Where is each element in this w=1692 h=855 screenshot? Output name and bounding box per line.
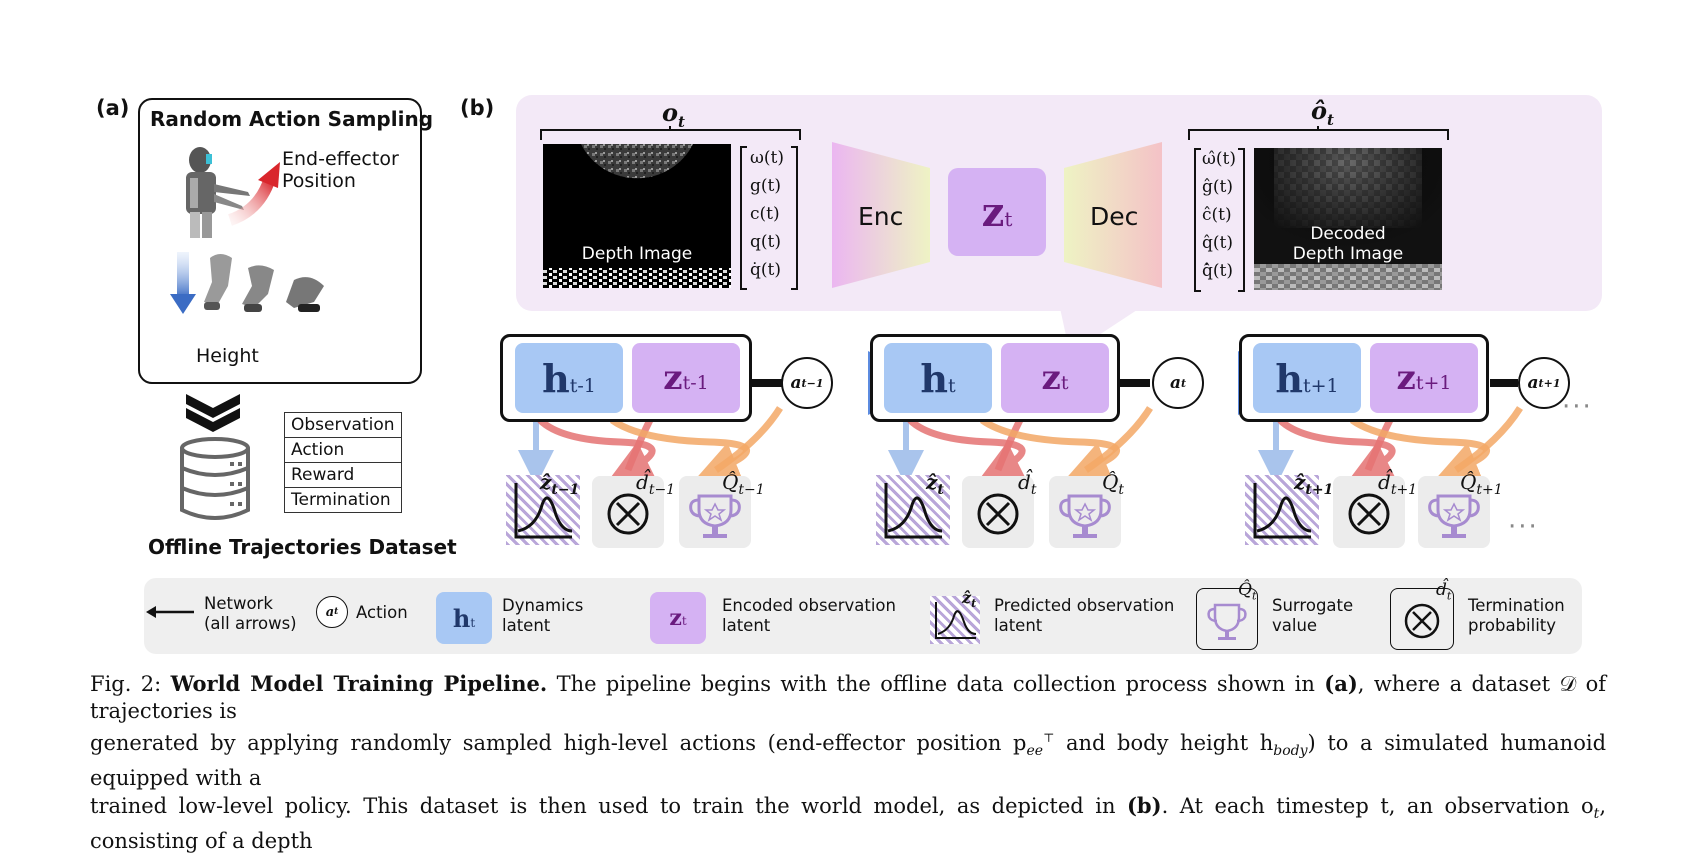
dataset-field: Action: [284, 437, 402, 463]
reconstructed-observation-vector: ω̂(t) ĝ(t) ĉ(t) q̂(t) q̂̇(t): [1202, 149, 1236, 281]
ellipsis: ···: [1562, 392, 1593, 422]
legend-action-label: Action: [356, 603, 408, 622]
dataset-caption: Offline Trajectories Dataset: [148, 535, 457, 559]
termination-tile: [592, 476, 664, 548]
caption-line: trained low-level policy. This dataset i…: [90, 793, 1606, 854]
encoder-label: Enc: [858, 202, 904, 231]
gaussian-plot-icon: [935, 602, 977, 639]
encoded-latent-box: zt+1: [1370, 343, 1478, 413]
decoded-depth-image: Decoded Depth Image: [1254, 148, 1442, 290]
predicted-latent-tile: [876, 475, 950, 545]
termination-label: d̂t: [1018, 470, 1037, 498]
surrogate-value-label: Q̂t: [1102, 470, 1125, 498]
random-action-sampling-title: Random Action Sampling: [150, 107, 434, 131]
legend-termination-icon: [1390, 588, 1454, 650]
legend-surrogate-symbol: Q̂t: [1238, 580, 1257, 603]
observation-brace: [540, 126, 801, 140]
database-icon: [180, 437, 250, 520]
height-label: Height: [196, 345, 259, 367]
encoded-latent-box: zt: [948, 168, 1046, 256]
termination-icon: [977, 493, 1019, 535]
predicted-latent-label: ẑt+1: [1294, 470, 1334, 498]
dynamics-latent-box: ht-1: [515, 343, 623, 413]
termination-label: d̂t−1: [636, 470, 676, 498]
predicted-latent-tile: [506, 475, 580, 545]
termination-icon: [1404, 603, 1440, 639]
legend: [144, 578, 1582, 654]
encoded-latent-box: zt: [1001, 343, 1109, 413]
panel-a-label: (a): [96, 96, 130, 120]
legend-termination-symbol: d̂t: [1436, 580, 1452, 603]
caption-line: generated by applying randomly sampled h…: [90, 731, 1607, 791]
vector-bracket-right: [791, 146, 798, 290]
termination-icon: [1348, 493, 1390, 535]
caption-line: Fig. 2: World Model Training Pipeline. T…: [90, 671, 1606, 723]
legend-predicted-symbol: ẑt: [962, 588, 977, 611]
legend-network-label: Network(all arrows): [204, 594, 297, 633]
ellipsis: ···: [1508, 512, 1539, 542]
surrogate-value-tile: [1418, 476, 1490, 548]
network-arrows: [518, 351, 1523, 486]
predicted-latent-tile: [1245, 475, 1319, 545]
surrogate-value-label: Q̂t+1: [1460, 470, 1503, 498]
humanoid-robot-illustration: [170, 147, 324, 314]
decoder-label: Dec: [1090, 202, 1139, 231]
decoder-trapezoid: [1064, 142, 1162, 288]
gaussian-plot-icon: [884, 483, 943, 539]
figure-caption: Fig. 2: World Model Training Pipeline. T…: [90, 670, 1606, 855]
legend-surrogate-icon: [1196, 588, 1258, 650]
encoder-trapezoid: [832, 142, 930, 288]
random-action-sampling-box: [138, 98, 422, 384]
legend-encoded-icon: zt: [650, 592, 706, 644]
predicted-latent-label: ẑt: [926, 470, 944, 498]
termination-tile: [1333, 476, 1405, 548]
double-chevron-down-icon: [186, 394, 240, 432]
dataset-fields-table: Observation Action Reward Termination: [284, 412, 402, 513]
decoded-image-label: Decoded Depth Image: [1292, 224, 1404, 264]
dataset-field: Reward: [284, 462, 402, 488]
gaussian-plot-icon: [1253, 483, 1312, 539]
depth-image-label: Depth Image: [581, 244, 693, 264]
end-effector-label: End-effector Position: [282, 148, 399, 192]
termination-icon: [607, 493, 649, 535]
panel-b-label: (b): [460, 96, 495, 120]
surrogate-value-tile: [679, 476, 751, 548]
reconstructed-observation-brace: [1188, 126, 1449, 140]
depth-image: Depth Image: [543, 144, 731, 288]
termination-tile: [962, 476, 1034, 548]
dataset-field: Termination: [284, 487, 402, 513]
dynamics-latent-box: ht+1: [1253, 343, 1361, 413]
gaussian-plot-icon: [514, 483, 573, 539]
predicted-latent-label: ẑt−1: [540, 470, 580, 498]
encoded-latent-box: zt-1: [632, 343, 740, 413]
trophy-icon: [1428, 494, 1480, 538]
trophy-icon: [1207, 603, 1247, 640]
network-arrow-icon: [146, 606, 194, 618]
dataset-field: Observation: [284, 412, 402, 438]
legend-dynamics-icon: ht: [436, 592, 492, 644]
observation-vector: ω(t) g(t) c(t) q(t) q̇(t): [750, 148, 784, 280]
vector-bracket-left: [1194, 148, 1201, 292]
legend-predicted-icon: [930, 596, 980, 644]
surrogate-value-tile: [1049, 476, 1121, 548]
trophy-icon: [1059, 494, 1111, 538]
vector-bracket-left: [740, 146, 747, 290]
vector-bracket-right: [1238, 148, 1245, 292]
observation-symbol: ot: [662, 98, 685, 131]
dynamics-latent-box: ht: [884, 343, 992, 413]
surrogate-value-label: Q̂t−1: [722, 470, 765, 498]
reconstructed-observation-symbol: ôt: [1311, 96, 1334, 129]
trophy-icon: [689, 494, 741, 538]
termination-label: d̂t+1: [1378, 470, 1418, 498]
